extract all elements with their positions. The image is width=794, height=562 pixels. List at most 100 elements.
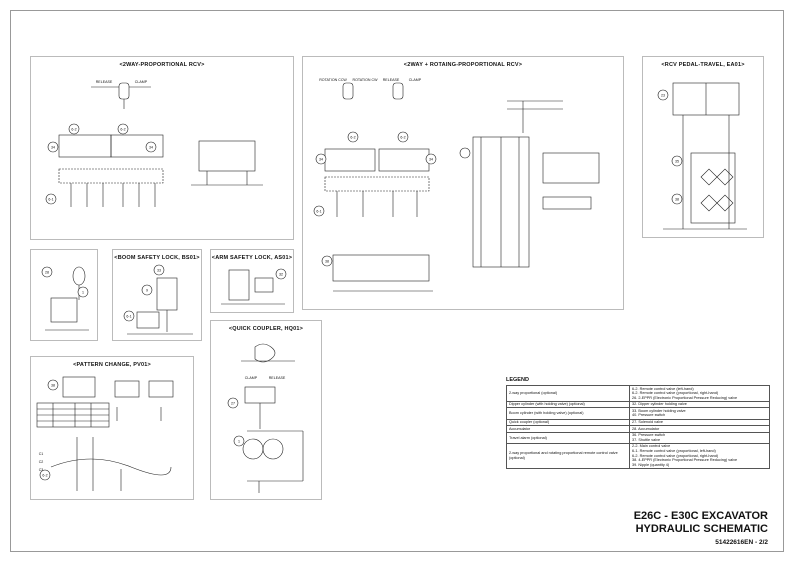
legend-item: 6-2. Remote control valve (left-hand): [632, 386, 694, 391]
legend-item: 33. Boom cylinder holding valve: [632, 408, 686, 413]
label-clamp: CLAMP: [135, 80, 148, 84]
bubble-34: 34: [429, 158, 433, 162]
legend-title: LEGEND: [506, 377, 529, 383]
bubble-38: 38: [675, 198, 679, 202]
bubble-6-1: 6-1: [316, 210, 321, 214]
panel-title: <ARM SAFETY LOCK, AS01>: [211, 255, 293, 261]
panel-boom-safety-lock: <BOOM SAFETY LOCK, BS01> 33 9 6-1: [112, 249, 202, 341]
bubble-33: 33: [157, 269, 161, 273]
legend-row: 2-way proportional and rotating proporti…: [506, 442, 770, 469]
legend-item: 6-2. Remote control valve (proportional,…: [632, 391, 719, 396]
bubble-35: 35: [675, 160, 679, 164]
schematic-pattern-change: 38 6-2 C1 C2 C3: [36, 376, 174, 491]
legend-row: Quick coupler (optional)27. Solenoid val…: [506, 418, 770, 427]
bubble-6-2: 6-2: [71, 128, 76, 132]
panel-title: <QUICK COUPLER, HQ01>: [228, 326, 304, 332]
label-release: RELEASE: [96, 80, 113, 84]
schematic-arm-safety-lock: 32: [221, 268, 287, 305]
bubble-6-2: 6-2: [400, 136, 405, 140]
bubble-34: 34: [51, 146, 55, 150]
bubble-32: 32: [279, 273, 283, 277]
panel-arm-safety-lock: <ARM SAFETY LOCK, AS01> 32: [210, 249, 294, 313]
label-release: RELEASE: [383, 78, 400, 82]
label-c2: C2: [39, 460, 44, 464]
legend-system: Dipper cylinder (with holding valve) (op…: [506, 400, 630, 409]
schematic-rcv-pedal-travel: 23 35 38: [657, 82, 747, 230]
legend-items: 6-2. Remote control valve (left-hand)6-2…: [629, 385, 770, 402]
panel-2way-proportional-rcv: <2WAY-PROPORTIONAL RCV> RELEASE CLAMP 6-…: [30, 56, 294, 240]
schematic-accumulator: 28 1: [41, 266, 89, 331]
bubble-6-1: 6-1: [126, 315, 131, 319]
panel-2way-rotating-proportional-rcv: <2WAY + ROTAING-PROPORTIONAL RCV>: [302, 56, 624, 310]
label-clamp: CLAMP: [409, 78, 422, 82]
legend-table: 2-way proportional (optional)6-2. Remote…: [506, 385, 770, 469]
legend-item: 26. 2-EPPR (Electronic Proportional Pres…: [632, 395, 738, 400]
bubble-28: 28: [45, 271, 49, 275]
bubble-40: 9: [146, 289, 148, 293]
bubble-23: 23: [661, 94, 665, 98]
schematic-2way-rotating-proportional: ROTATION CCW ROTATION CW RELEASE CLAMP 6…: [313, 78, 600, 292]
document-number: 51422616EN - 2/2: [715, 539, 768, 546]
legend-item: 28. Accumulator: [632, 426, 660, 431]
legend-system: Travel alarm (optional): [506, 431, 630, 444]
legend-item: 36. Pressure switch: [632, 433, 666, 438]
label-rotation-ccw: ROTATION CCW: [319, 78, 347, 82]
schematic-boom-safety-lock: 33 9 6-1: [123, 264, 193, 335]
title-line-2: HYDRAULIC SCHEMATIC: [635, 523, 768, 535]
legend: LEGEND 2-way proportional (optional)6-2.…: [506, 377, 770, 469]
bubble-34: 34: [319, 158, 323, 162]
bubble-1: 1: [82, 291, 84, 295]
bubble-6-2: 6-2: [42, 474, 47, 478]
bubble-6-1: 6-1: [48, 198, 53, 202]
legend-items: 32. Dipper cylinder holding valve: [629, 400, 770, 409]
legend-system: Quick coupler (optional): [506, 418, 630, 427]
schematic-quick-coupler: CLAMP RELEASE 27 1: [227, 343, 304, 493]
legend-row: Dipper cylinder (with holding valve) (op…: [506, 400, 770, 409]
label-rotation-cw: ROTATION CW: [352, 78, 378, 82]
bubble-27: 27: [231, 402, 235, 406]
schematic-2way-proportional: RELEASE CLAMP 6-2 6-2 34 34 6-1: [45, 80, 263, 207]
legend-system: 2-way proportional and rotating proporti…: [506, 442, 630, 469]
legend-item: 6-1. Remote control valve (proportional,…: [632, 449, 716, 454]
label-c1: C1: [39, 452, 44, 456]
bubble-1: 1: [238, 440, 240, 444]
legend-item: 38. 4-EPPR (Electronic Proportional Pres…: [632, 458, 738, 463]
panel-title: <2WAY + ROTAING-PROPORTIONAL RCV>: [403, 62, 523, 68]
panel-quick-coupler: <QUICK COUPLER, HQ01> CLAMP RELEASE 27 1: [210, 320, 322, 500]
panel-title: <2WAY-PROPORTIONAL RCV>: [119, 62, 205, 68]
panel-pattern-change: <PATTERN CHANGE, PV01> 38 6-2 C1 C2 C3: [30, 356, 194, 500]
legend-row: Boom cylinder (with holding valve) (opti…: [506, 407, 770, 420]
bubble-6-2: 6-2: [350, 136, 355, 140]
drawing-border: [10, 10, 784, 552]
legend-system: 2-way proportional (optional): [506, 385, 630, 402]
legend-row: 2-way proportional (optional)6-2. Remote…: [506, 385, 770, 402]
legend-system: Boom cylinder (with holding valve) (opti…: [506, 407, 630, 420]
legend-item: 39. Nipple (quantity 4): [632, 462, 670, 467]
panel-title: <BOOM SAFETY LOCK, BS01>: [114, 255, 200, 261]
bubble-38: 38: [51, 384, 55, 388]
legend-items: 27. Solenoid valve: [629, 418, 770, 427]
legend-item: 32. Dipper cylinder holding valve: [632, 402, 687, 407]
bubble-34: 34: [149, 146, 153, 150]
panel-title: <PATTERN CHANGE, PV01>: [73, 362, 151, 368]
legend-item: 27. Solenoid valve: [632, 420, 664, 425]
legend-item: 37. Shuttle valve: [632, 437, 661, 442]
bubble-38: 38: [325, 260, 329, 264]
label-c3: C3: [39, 468, 44, 472]
bubble-6-2: 6-2: [120, 128, 125, 132]
legend-items: 28. Accumulator: [629, 425, 770, 433]
legend-item: 2-2. Main control valve: [632, 444, 671, 449]
label-clamp: CLAMP: [245, 376, 258, 380]
panel-title: <RCV PEDAL-TRAVEL, EA01>: [661, 62, 745, 68]
legend-system: Accumulator: [506, 425, 630, 433]
label-release: RELEASE: [269, 376, 286, 380]
panel-rcv-pedal-travel: <RCV PEDAL-TRAVEL, EA01> 23 35 38: [642, 56, 764, 238]
legend-item: 6-2. Remote control valve (proportional,…: [632, 453, 719, 458]
title-line-1: E26C - E30C EXCAVATOR: [633, 510, 768, 522]
legend-item: 40. Pressure switch: [632, 413, 666, 418]
legend-row: Travel alarm (optional)36. Pressure swit…: [506, 431, 770, 444]
